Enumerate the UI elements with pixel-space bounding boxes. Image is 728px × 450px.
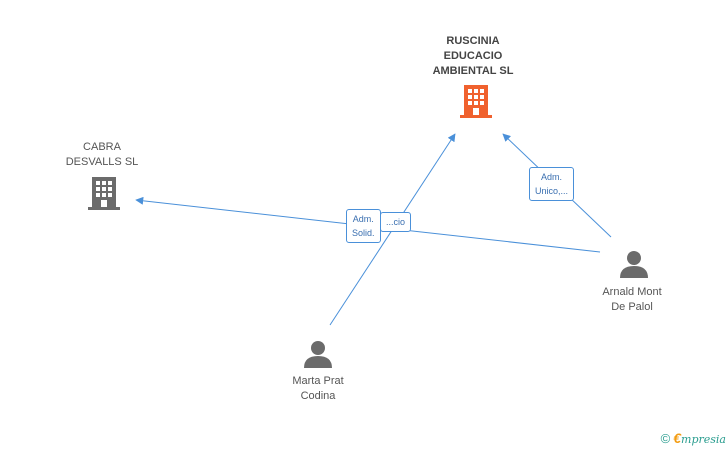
edge-label-adm-unico[interactable]: Adm. Unico,... bbox=[529, 167, 575, 201]
copyright-icon: © bbox=[660, 431, 671, 446]
person-name-arnald[interactable]: Arnald Mont De Palol bbox=[602, 286, 662, 313]
person-name-marta[interactable]: Marta Prat Codina bbox=[292, 375, 344, 402]
brand-name: mpresia bbox=[681, 433, 726, 446]
brand-logo-e: € bbox=[673, 430, 682, 446]
building-icon[interactable] bbox=[460, 85, 492, 118]
person-icon[interactable] bbox=[620, 251, 648, 278]
footer-brand: © €mpresia bbox=[661, 430, 726, 446]
building-icon[interactable] bbox=[88, 177, 120, 210]
edge-label-hidden[interactable]: ...cio bbox=[380, 212, 412, 232]
edge-label-adm-solid[interactable]: Adm. Solid. bbox=[346, 209, 381, 243]
company-name-ruscinia[interactable]: RUSCINIA EDUCACIO AMBIENTAL SL bbox=[432, 35, 514, 77]
person-icon[interactable] bbox=[304, 341, 332, 368]
company-name-cabra[interactable]: CABRA DESVALLS SL bbox=[65, 141, 139, 168]
